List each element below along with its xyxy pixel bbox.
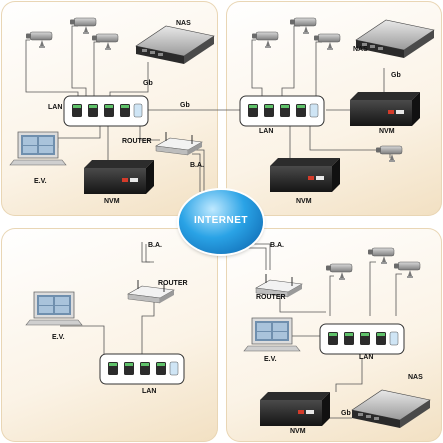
nvm-recorder-icon [84, 160, 154, 194]
internet-label: INTERNET [194, 215, 248, 226]
router-label: ROUTER [122, 138, 152, 145]
ev-label: E.V. [264, 356, 277, 363]
nas-icon [351, 389, 431, 429]
lan-label: LAN [359, 354, 374, 361]
lan-label: LAN [142, 388, 157, 395]
nvm-recorder-icon [270, 158, 340, 192]
lan-switch-icon [319, 323, 405, 355]
site-panel-bottom-left [1, 228, 218, 442]
lan-label: LAN [48, 104, 63, 111]
nvm-recorder-icon [350, 92, 420, 126]
laptop-icon [9, 131, 67, 166]
nvm-label: NVM [296, 198, 312, 205]
ev-label: E.V. [34, 178, 47, 185]
router-label: ROUTER [158, 280, 188, 287]
camera-icon [393, 261, 421, 279]
gb-label: Gb [180, 102, 190, 109]
gb-label: Gb [391, 72, 401, 79]
ev-label: E.V. [52, 334, 65, 341]
nvm-recorder-icon [260, 392, 330, 426]
internet-cloud: INTERNET [179, 190, 263, 254]
router-icon [155, 131, 203, 156]
nas-label: NAS [408, 374, 423, 381]
ba-label: B.A. [148, 242, 162, 249]
camera-icon [375, 145, 403, 163]
gb-label: Gb [341, 410, 351, 417]
nas-icon [135, 25, 215, 65]
router-label: ROUTER [256, 294, 286, 301]
laptop-icon [243, 317, 301, 352]
lan-label: LAN [259, 128, 274, 135]
nas-label: NAS [353, 46, 368, 53]
ba-label: B.A. [190, 162, 204, 169]
lan-switch-icon [239, 95, 325, 127]
gb-label: Gb [143, 80, 153, 87]
nvm-label: NVM [290, 428, 306, 435]
nvm-label: NVM [379, 128, 395, 135]
ba-label: B.A. [270, 242, 284, 249]
lan-switch-icon [63, 95, 149, 127]
nvm-label: NVM [104, 198, 120, 205]
lan-switch-icon [99, 353, 185, 385]
nas-label: NAS [176, 20, 191, 27]
laptop-icon [25, 291, 83, 326]
